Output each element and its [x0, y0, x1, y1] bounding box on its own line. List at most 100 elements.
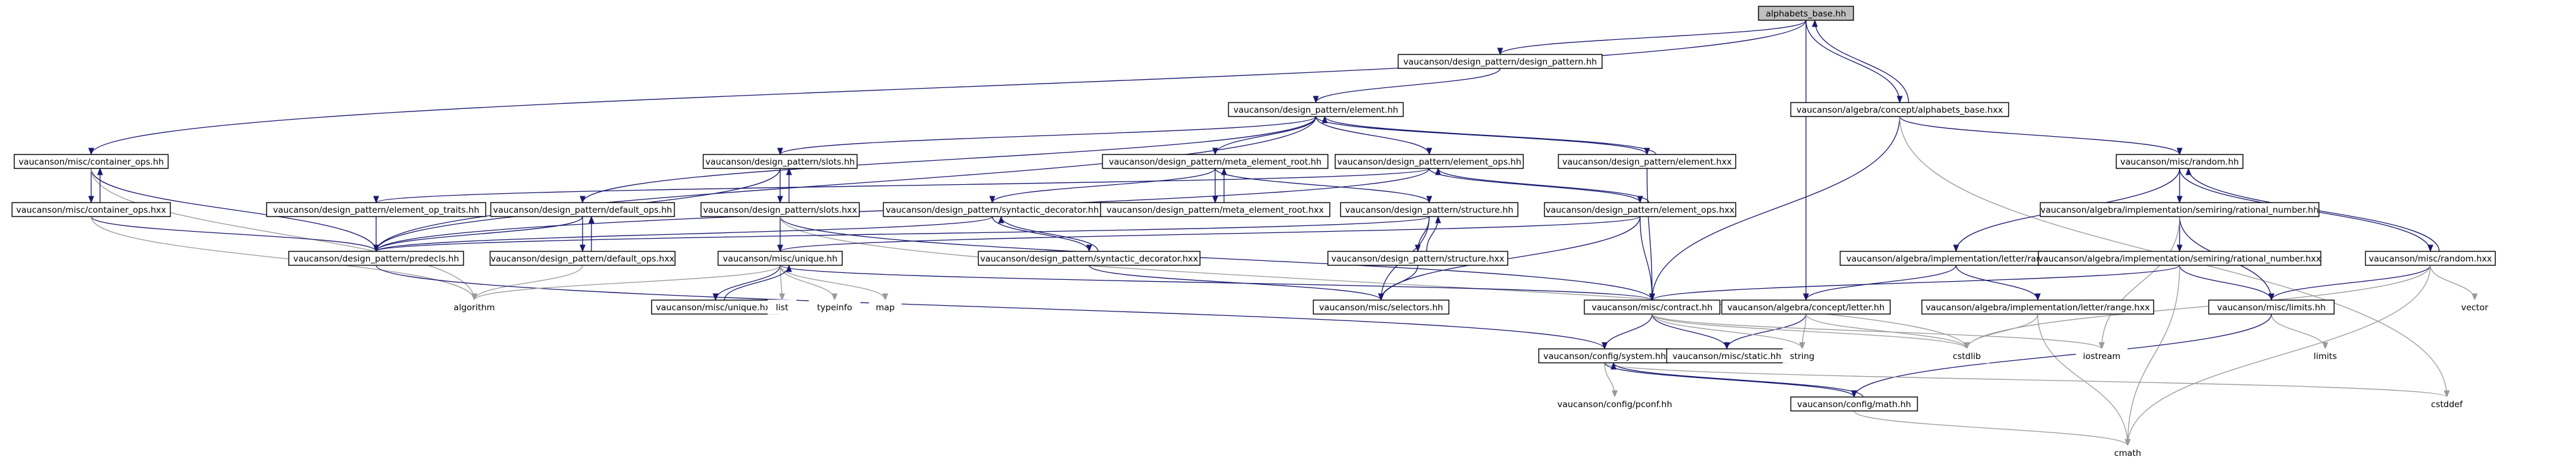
node-system_hh[interactable]: vaucanson/config/system.hh [1538, 348, 1671, 363]
node-box[interactable] [266, 202, 486, 217]
node-box[interactable] [489, 251, 676, 266]
node-box[interactable] [288, 251, 464, 266]
node-rational_number_hh[interactable]: vaucanson/algebra/implementation/semirin… [2040, 202, 2320, 217]
node-box[interactable] [2076, 348, 2128, 363]
node-selectors_hh[interactable]: vaucanson/misc/selectors.hh [1313, 299, 1449, 315]
node-iostream[interactable]: iostream [2076, 348, 2128, 363]
node-box[interactable] [445, 299, 503, 315]
node-box[interactable] [1100, 202, 1330, 217]
node-box[interactable] [2364, 251, 2496, 266]
node-unique_hh[interactable]: vaucanson/misc/unique.hh [717, 251, 843, 266]
node-default_ops_hh[interactable]: vaucanson/design_pattern/default_ops.hh [490, 202, 675, 217]
node-box[interactable] [809, 299, 861, 315]
node-box[interactable] [13, 154, 169, 169]
node-box[interactable] [2208, 299, 2335, 315]
node-alphabets_base_hh[interactable]: alphabets_base.hh [1758, 6, 1854, 21]
node-letter_hh[interactable]: vaucanson/algebra/concept/letter.hh [1721, 299, 1891, 315]
node-design_pattern_hh[interactable]: vaucanson/design_pattern/design_pattern.… [1398, 54, 1603, 69]
node-map[interactable]: map [869, 299, 902, 315]
node-box[interactable] [1783, 348, 1822, 363]
node-syntactic_decorator_hxx[interactable]: vaucanson/design_pattern/syntactic_decor… [978, 251, 1201, 266]
node-box[interactable] [1944, 348, 1990, 363]
node-box[interactable] [2108, 445, 2147, 460]
node-box[interactable] [490, 202, 675, 217]
node-box[interactable] [1102, 154, 1329, 169]
node-label: vaucanson/design_pattern/default_ops.hxx [491, 254, 674, 264]
node-list[interactable]: list [767, 299, 797, 315]
node-element_hxx[interactable]: vaucanson/design_pattern/element.hxx [1558, 154, 1736, 169]
node-cmath[interactable]: cmath [2108, 445, 2147, 460]
node-container_ops_hh[interactable]: vaucanson/misc/container_ops.hh [13, 154, 169, 169]
node-typeinfo[interactable]: typeinfo [809, 299, 861, 315]
node-cstdlib[interactable]: cstdlib [1944, 348, 1990, 363]
node-letter_range_hxx[interactable]: vaucanson/algebra/implementation/letter/… [1921, 299, 2154, 315]
node-rational_number_hxx[interactable]: vaucanson/algebra/implementation/semirin… [2038, 251, 2321, 266]
node-box[interactable] [1313, 299, 1449, 315]
node-box[interactable] [2424, 396, 2470, 412]
node-letter_range_hh[interactable]: vaucanson/algebra/implementation/letter/… [1840, 251, 2073, 266]
node-element_ops_hxx[interactable]: vaucanson/design_pattern/element_ops.hxx [1544, 202, 1736, 217]
node-box[interactable] [1228, 102, 1404, 117]
node-box[interactable] [1558, 154, 1736, 169]
node-box[interactable] [1334, 154, 1524, 169]
node-string[interactable]: string [1783, 348, 1822, 363]
node-box[interactable] [2038, 251, 2321, 266]
edge-structure_hh-to-structure_hxx [1415, 216, 1430, 253]
node-slots_hh[interactable]: vaucanson/design_pattern/slots.hh [702, 154, 858, 169]
node-box[interactable] [767, 299, 797, 315]
node-static_hh[interactable]: vaucanson/misc/static.hh [1666, 348, 1788, 363]
node-meta_element_root_hxx[interactable]: vaucanson/design_pattern/meta_element_ro… [1100, 202, 1330, 217]
node-box[interactable] [702, 154, 858, 169]
node-box[interactable] [869, 299, 902, 315]
node-box[interactable] [1398, 54, 1603, 69]
node-element_hh[interactable]: vaucanson/design_pattern/element.hh [1228, 102, 1404, 117]
node-box[interactable] [1327, 251, 1508, 266]
node-box[interactable] [2116, 154, 2244, 169]
node-pconf_hh[interactable]: vaucanson/config/pconf.hh [1551, 396, 1679, 412]
edge-contract_hh-to-iostream [1651, 313, 2105, 350]
node-meta_element_root_hh[interactable]: vaucanson/design_pattern/meta_element_ro… [1102, 154, 1329, 169]
node-unique_hxx[interactable]: vaucanson/misc/unique.hxx [651, 299, 780, 315]
node-element_op_traits_hh[interactable]: vaucanson/design_pattern/element_op_trai… [266, 202, 486, 217]
node-default_ops_hxx[interactable]: vaucanson/design_pattern/default_ops.hxx [489, 251, 676, 266]
node-predecls_hh[interactable]: vaucanson/design_pattern/predecls.hh [288, 251, 464, 266]
node-box[interactable] [11, 202, 171, 217]
node-contract_hh[interactable]: vaucanson/misc/contract.hh [1584, 299, 1720, 315]
node-box[interactable] [1921, 299, 2154, 315]
node-random_hxx[interactable]: vaucanson/misc/random.hxx [2364, 251, 2496, 266]
node-container_ops_hxx[interactable]: vaucanson/misc/container_ops.hxx [11, 202, 171, 217]
node-algorithm[interactable]: algorithm [445, 299, 503, 315]
node-limits[interactable]: limits [2306, 348, 2345, 363]
node-box[interactable] [717, 251, 843, 266]
node-vector[interactable]: vector [2455, 299, 2494, 315]
node-math_hh[interactable]: vaucanson/config/math.hh [1790, 396, 1918, 412]
node-box[interactable] [978, 251, 1201, 266]
node-box[interactable] [2306, 348, 2345, 363]
node-random_hh[interactable]: vaucanson/misc/random.hh [2116, 154, 2244, 169]
node-box[interactable] [1790, 396, 1918, 412]
node-box[interactable] [1340, 202, 1518, 217]
node-box[interactable] [2455, 299, 2494, 315]
node-box[interactable] [1551, 396, 1679, 412]
edge-structure_hxx-to-structure_hh [1426, 215, 1441, 252]
node-element_ops_hh[interactable]: vaucanson/design_pattern/element_ops.hh [1334, 154, 1524, 169]
node-structure_hxx[interactable]: vaucanson/design_pattern/structure.hxx [1327, 251, 1508, 266]
node-box[interactable] [1584, 299, 1720, 315]
node-box[interactable] [1790, 102, 2009, 117]
node-cstddef[interactable]: cstddef [2424, 396, 2470, 412]
node-box[interactable] [1544, 202, 1736, 217]
node-alphabets_base_hxx[interactable]: vaucanson/algebra/concept/alphabets_base… [1790, 102, 2009, 117]
node-slots_hxx[interactable]: vaucanson/design_pattern/slots.hxx [700, 202, 860, 217]
node-box[interactable] [1758, 6, 1854, 21]
edge-element_hh-to-element_hxx [1315, 116, 1650, 156]
node-box[interactable] [1721, 299, 1891, 315]
edge-element_ops_hh-to-element_op_traits_hh [373, 168, 1430, 204]
node-box[interactable] [2040, 202, 2320, 217]
node-box[interactable] [700, 202, 860, 217]
node-syntactic_decorator_hh[interactable]: vaucanson/design_pattern/syntactic_decor… [883, 202, 1102, 217]
node-label: vaucanson/design_pattern/element_ops.hh [1337, 157, 1522, 167]
node-limits_hh[interactable]: vaucanson/misc/limits.hh [2208, 299, 2335, 315]
node-label: vaucanson/design_pattern/element_op_trai… [273, 205, 479, 215]
edge-container_ops_hxx-to-algorithm [91, 216, 477, 301]
node-structure_hh[interactable]: vaucanson/design_pattern/structure.hh [1340, 202, 1518, 217]
